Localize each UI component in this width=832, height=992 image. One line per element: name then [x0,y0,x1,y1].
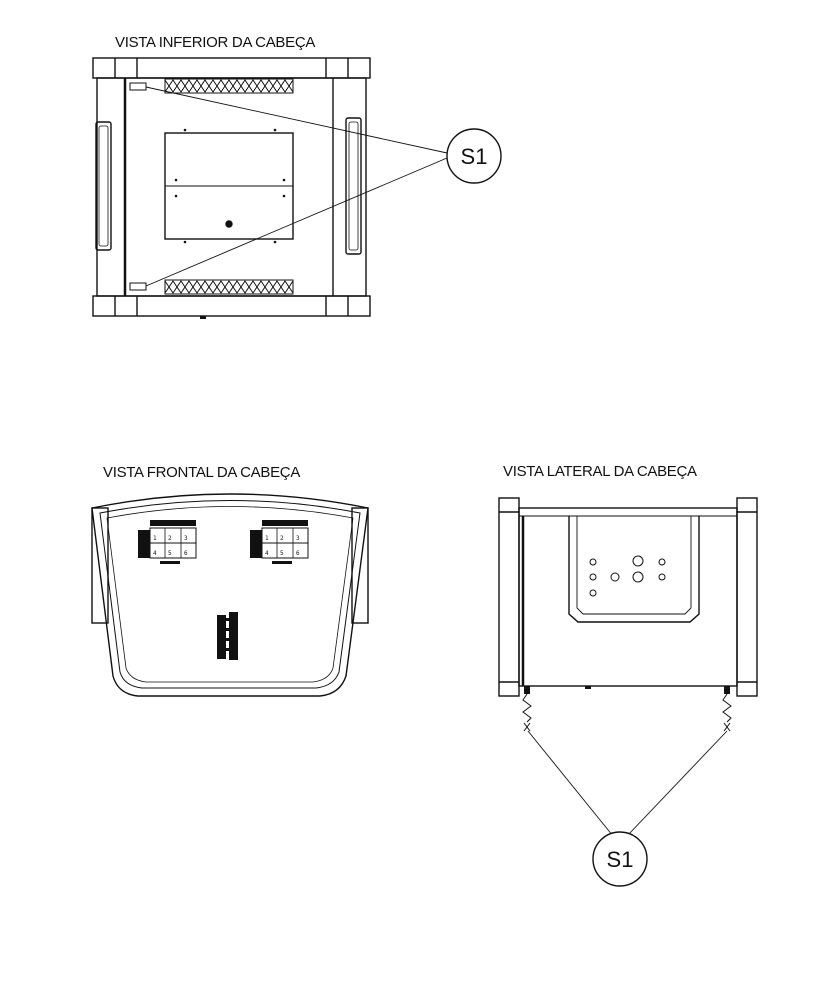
side-view-callout-label: S1 [607,847,634,872]
front-view-title: VISTA FRONTAL DA CABEÇA [103,464,300,481]
side-view-callout: S1 [592,831,648,887]
svg-text:5: 5 [280,550,284,557]
svg-text:3: 3 [296,535,300,542]
side-view-left-rail [498,497,520,697]
svg-text:4: 4 [265,550,269,557]
svg-text:1: 1 [153,535,157,542]
side-view-left-spring [522,686,532,732]
svg-text:6: 6 [184,550,188,557]
bottom-view-leader-top [145,86,448,154]
side-view-leader-right [627,730,728,836]
bottom-view-callout: S1 [446,128,502,184]
bottom-view-leader-bottom [145,157,448,287]
front-view-left-connector: 1 2 3 4 5 6 [138,520,197,564]
side-view: VISTA LATERAL DA CABEÇA [498,463,758,837]
bottom-view-bottom-spring [129,279,294,295]
front-view-right-connector: 1 2 3 4 5 6 [250,520,309,564]
side-view-title: VISTA LATERAL DA CABEÇA [503,463,697,480]
svg-text:1: 1 [265,535,269,542]
front-view: VISTA FRONTAL DA CABEÇA 1 2 3 4 5 6 [91,464,369,697]
side-view-bracket [568,516,700,623]
front-view-left-wing [91,507,109,624]
bottom-view-title: VISTA INFERIOR DA CABEÇA [115,34,315,51]
bottom-view: VISTA INFERIOR DA CABEÇA [92,34,448,319]
side-view-body [518,507,738,687]
svg-text:5: 5 [168,550,172,557]
bottom-view-body [96,77,367,297]
svg-text:3: 3 [184,535,188,542]
side-view-holes [589,555,666,597]
bottom-view-right-handle [345,117,362,255]
front-view-terminal-strip [217,612,238,660]
bottom-view-top-rail [92,57,371,79]
front-view-shell [91,493,369,697]
front-view-right-wing [351,507,369,624]
side-view-right-spring [722,686,732,732]
side-view-right-rail [736,497,758,697]
bottom-view-top-spring [129,78,294,94]
bottom-view-callout-label: S1 [461,144,488,169]
svg-text:2: 2 [280,535,284,542]
bottom-view-bottom-rail [92,295,371,317]
svg-text:4: 4 [153,550,157,557]
svg-text:6: 6 [296,550,300,557]
bottom-view-left-handle [95,121,112,251]
side-view-leader-left [527,730,614,837]
svg-text:2: 2 [168,535,172,542]
bottom-view-plate-bolt [225,220,233,228]
